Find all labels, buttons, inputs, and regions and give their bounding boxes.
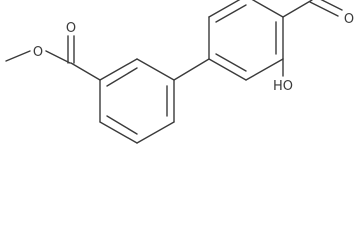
aldehyde-oxygen-label: O <box>344 12 354 27</box>
aldehyde-bond <box>282 0 313 18</box>
benzene-ring-right <box>208 0 284 81</box>
aldehyde-carbonyl-bond <box>309 1 339 17</box>
ester-carbonyl-oxygen-label: O <box>66 21 76 36</box>
ester-ether-oxygen-label: O <box>33 45 43 60</box>
hydroxyl-label: HO <box>273 79 293 94</box>
ester-to-ring-bond <box>70 62 101 81</box>
biaryl-bond <box>173 58 210 81</box>
aldehyde-carbonyl-bond-double <box>320 0 343 11</box>
methyl-bond <box>5 50 31 62</box>
chemical-structure: O O O HO <box>5 0 354 144</box>
ester-ether-bond <box>45 50 71 64</box>
benzene-ring-left <box>99 58 175 144</box>
